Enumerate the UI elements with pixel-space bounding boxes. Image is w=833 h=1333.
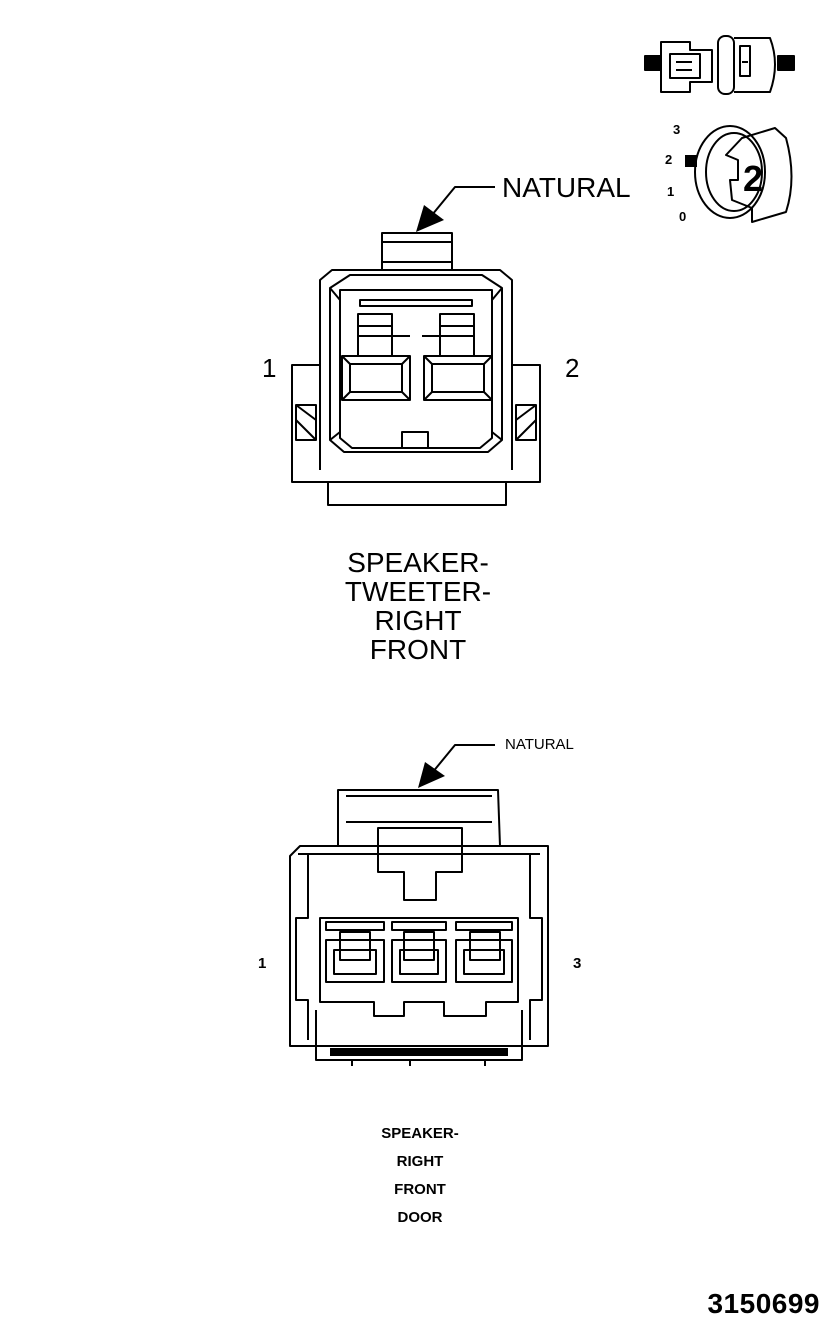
key-number-label: 2	[743, 158, 764, 199]
tweeter-connector-body	[291, 186, 541, 506]
tweeter-title-line: RIGHT	[374, 605, 462, 636]
door-title-line: FRONT	[394, 1181, 446, 1198]
tweeter-title-line: TWEETER-	[344, 576, 492, 607]
door-pin-3-label: 3	[573, 955, 582, 972]
door-color-label: NATURAL	[505, 736, 574, 753]
position-scale-label-3: 3	[673, 122, 681, 137]
tweeter-connector-title: SPEAKER- TWEETER- RIGHT FRONT	[268, 548, 568, 664]
door-title-line: DOOR	[397, 1209, 443, 1226]
connector-side-icon	[644, 35, 795, 95]
door-title-line: RIGHT	[396, 1153, 444, 1170]
door-pin-1-label: 1	[258, 955, 267, 972]
door-title-line: SPEAKER-	[381, 1125, 459, 1142]
position-scale-label-0: 0	[679, 209, 687, 224]
door-connector-body	[289, 744, 549, 1066]
door-connector-title: SPEAKER- RIGHT FRONT DOOR	[300, 1120, 540, 1232]
document-number: 3150699	[707, 1288, 820, 1319]
tweeter-title-line: FRONT	[369, 634, 467, 665]
tweeter-pin-1-label: 1	[262, 353, 277, 383]
position-scale-label-2: 2	[665, 152, 673, 167]
tweeter-pin-2-label: 2	[565, 353, 580, 383]
tweeter-color-label: NATURAL	[502, 172, 631, 203]
position-scale-label-1: 1	[667, 184, 675, 199]
tweeter-title-line: SPEAKER-	[347, 547, 489, 578]
key-position-dial-icon	[685, 125, 793, 223]
